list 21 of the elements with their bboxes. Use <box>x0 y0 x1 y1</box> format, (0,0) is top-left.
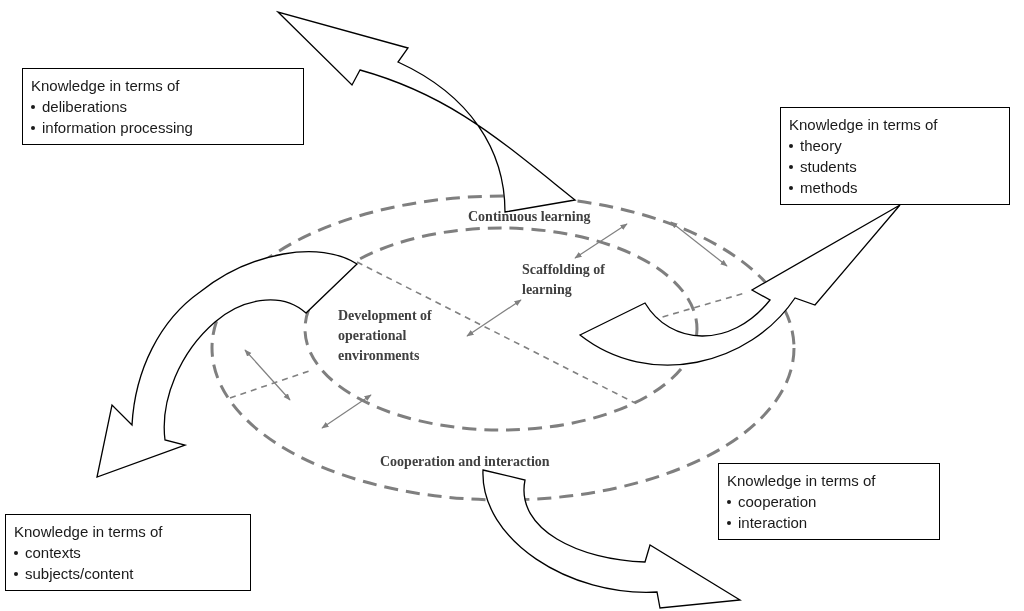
knowledge-box <box>718 463 940 540</box>
box-heading: Knowledge in terms of <box>789 115 939 135</box>
knowledge-box <box>780 107 1010 205</box>
bullet-item: interaction <box>738 513 808 533</box>
region-label: Cooperation and interaction <box>380 453 551 471</box>
knowledge-box <box>5 514 251 591</box>
bullet-item: deliberations <box>42 97 128 117</box>
region-label: Development of operational environments <box>338 307 433 365</box>
box-heading: Knowledge in terms of <box>727 471 877 491</box>
bullet-item: contexts <box>25 543 81 563</box>
bullet-item: methods <box>800 178 858 198</box>
region-label: Scaffolding of learning <box>522 261 606 299</box>
knowledge-box <box>22 68 304 145</box>
bullet-item: information processing <box>42 118 193 138</box>
box-heading: Knowledge in terms of <box>31 76 181 96</box>
region-label: Continuous learning <box>468 208 592 226</box>
bullet-item: subjects/content <box>25 564 134 584</box>
box-heading: Knowledge in terms of <box>14 522 164 542</box>
bullet-item: students <box>800 157 857 177</box>
bullet-item: theory <box>800 136 842 156</box>
bullet-item: cooperation <box>738 492 817 512</box>
